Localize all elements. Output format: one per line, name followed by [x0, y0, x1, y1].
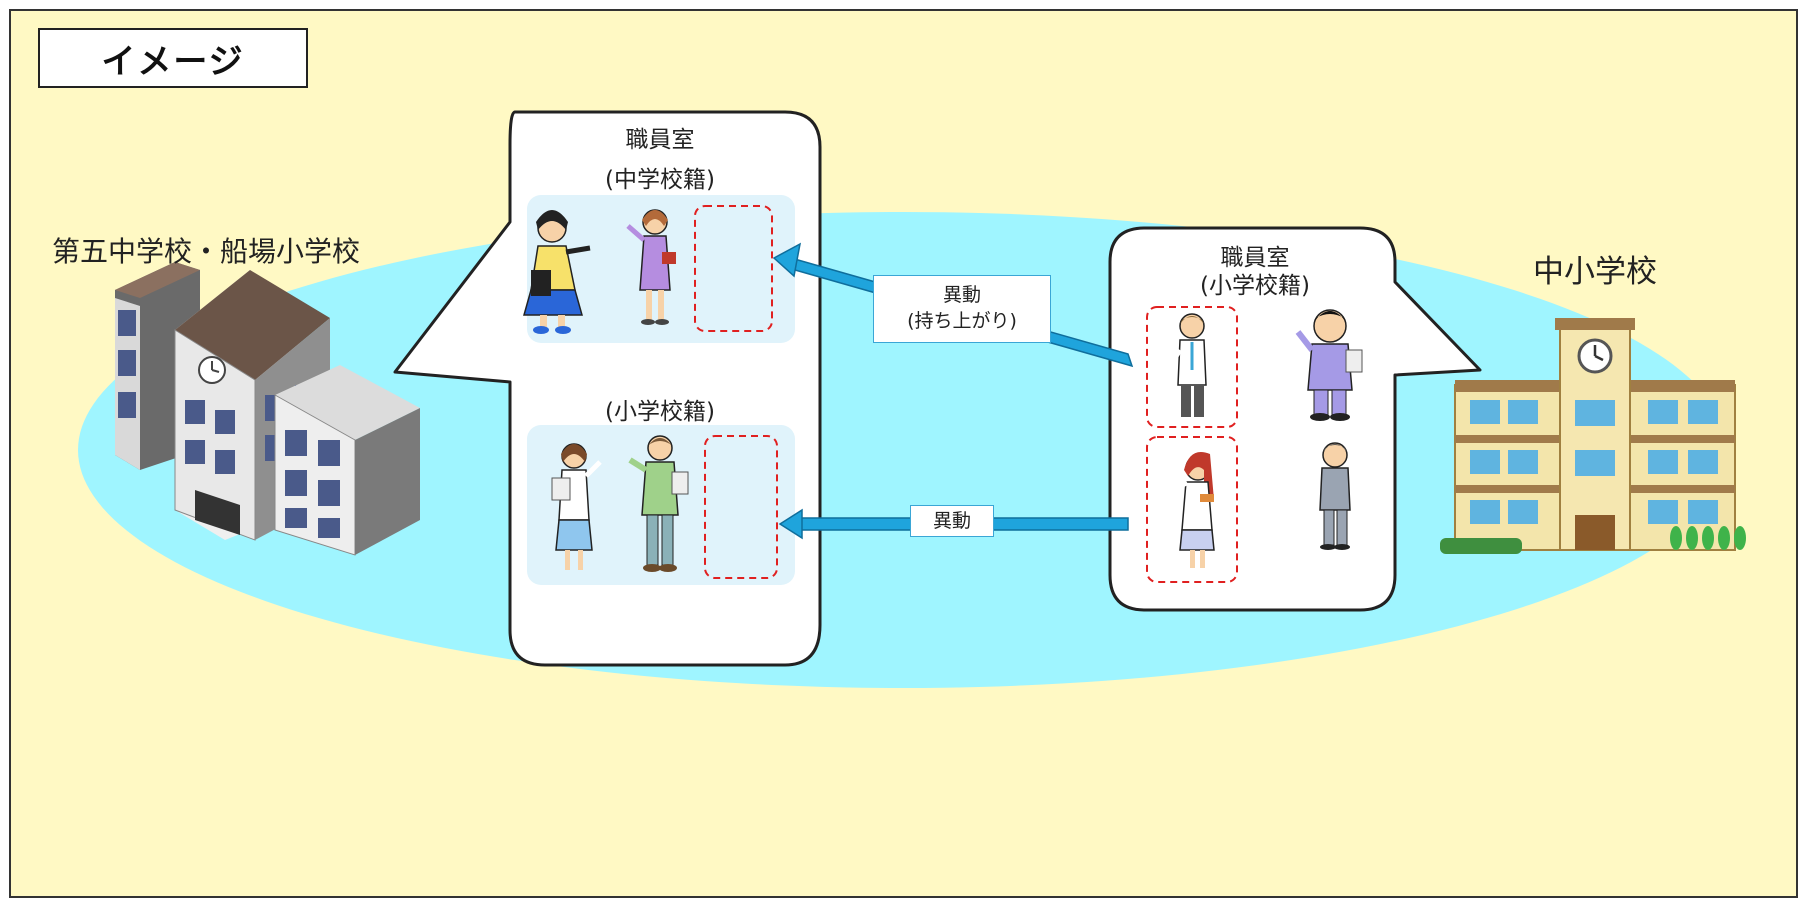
arrow-label-upper: 異動 (持ち上がり) — [873, 275, 1051, 343]
right-section-shougaku: (小学校籍) — [1200, 273, 1310, 299]
teacher-man-grey-suit-icon — [1319, 442, 1351, 550]
teacher-man-green-icon — [628, 435, 689, 572]
teacher-woman-purple-icon — [626, 209, 676, 325]
transfer-slot-upper — [1146, 306, 1238, 428]
page-title: イメージ — [38, 28, 308, 88]
arrow-label-upper-line2: (持ち上がり) — [907, 310, 1017, 332]
left-school-name: 第五中学校・船場小学校 — [52, 235, 361, 268]
teacher-man-purple-suit-icon — [1295, 309, 1363, 421]
left-staffroom-title: 職員室 — [625, 127, 695, 153]
teacher-woman-redhair-icon — [1169, 452, 1215, 568]
right-school-building-icon — [1440, 318, 1746, 554]
teacher-woman-yellow-icon — [523, 210, 591, 334]
teacher-woman-folder-icon — [551, 443, 602, 570]
left-section-chuugaku: (中学校籍) — [605, 167, 715, 193]
left-section-shougaku: (小学校籍) — [605, 399, 715, 425]
right-staffroom-title: 職員室 — [1220, 245, 1290, 271]
vacant-slot-chuugaku — [694, 205, 773, 332]
teacher-man-white-shirt-icon — [1163, 313, 1207, 417]
transfer-slot-lower — [1146, 436, 1238, 583]
arrow-label-lower: 異動 — [910, 505, 994, 537]
right-school-name: 中小学校 — [1533, 254, 1657, 290]
vacant-slot-shougaku — [704, 435, 778, 579]
arrow-label-upper-line1: 異動 — [942, 284, 981, 306]
left-school-building-icon — [115, 262, 420, 556]
